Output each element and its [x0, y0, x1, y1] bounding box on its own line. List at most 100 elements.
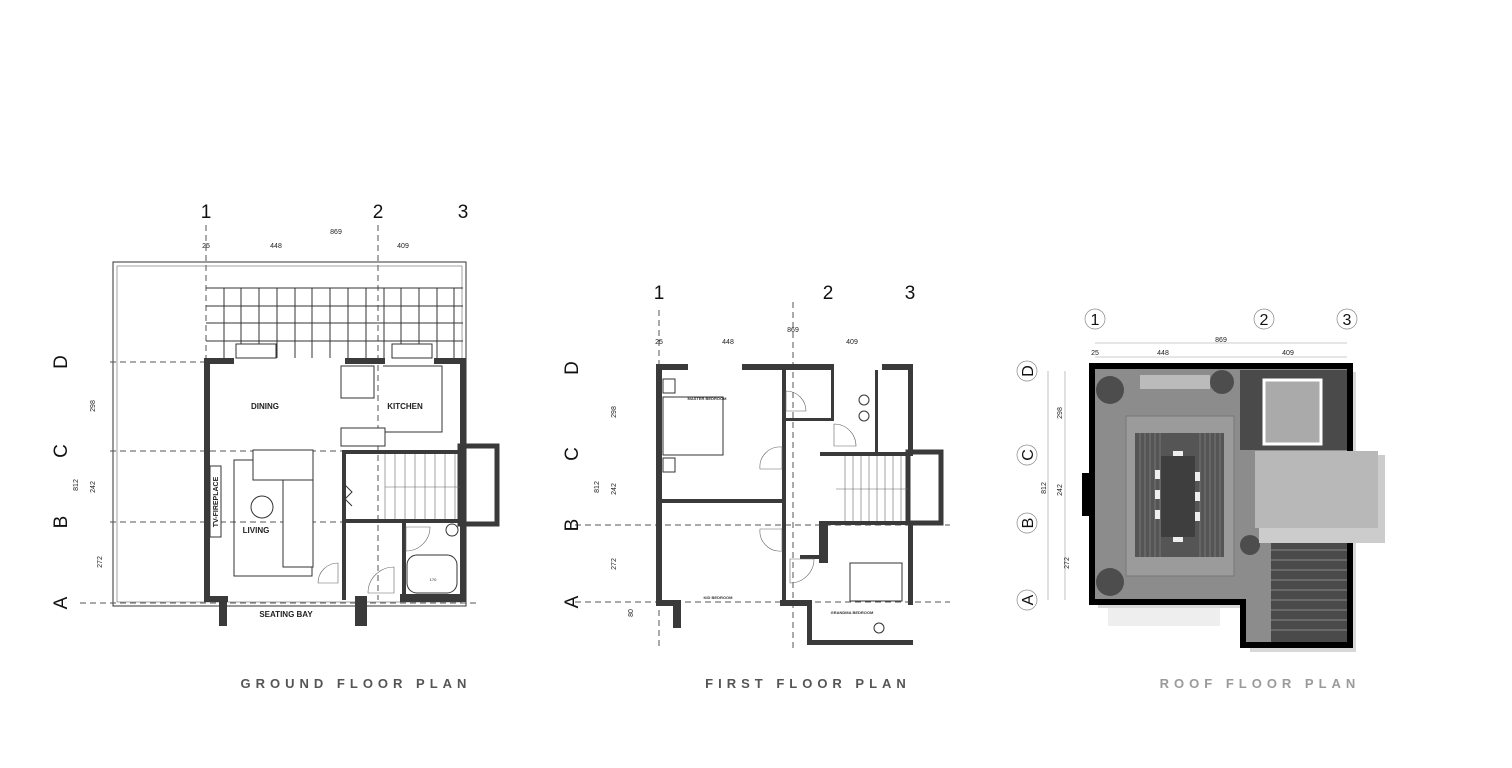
grid-row-c: C	[1020, 449, 1037, 461]
dim-w3: 409	[397, 243, 409, 250]
dim-w2: 448	[1157, 350, 1169, 357]
dim-w1: 25	[1091, 350, 1099, 357]
grid-col-2: 2	[373, 202, 384, 223]
dim-d1: 298	[1057, 407, 1064, 419]
coffee-table	[250, 495, 274, 519]
plants	[1096, 370, 1260, 596]
door-swing	[785, 390, 807, 412]
grid-row-a: A	[1020, 594, 1037, 605]
label-master-bedroom: MASTER BEDROOM	[688, 396, 728, 401]
dim-d3: 272	[97, 556, 104, 568]
door-swing	[367, 566, 395, 594]
stair	[836, 456, 908, 521]
walls	[204, 358, 500, 626]
tv-unit	[209, 465, 222, 538]
walls	[656, 364, 944, 645]
stair-roof	[1255, 451, 1378, 528]
grid-row-c: C	[562, 447, 583, 461]
planter	[1108, 608, 1220, 626]
grid-row-d: D	[562, 361, 583, 375]
dim-total-width: 869	[787, 327, 799, 334]
title-ground-floor: GROUND FLOOR PLAN	[241, 676, 472, 691]
grid-bubbles	[1016, 308, 1358, 611]
label-dining: DINING	[251, 402, 279, 411]
grid-row-d: D	[1020, 365, 1037, 377]
dining-table	[1161, 456, 1195, 537]
grid-col-2: 2	[1260, 312, 1269, 329]
grid-col-1: 1	[201, 202, 212, 223]
door-swing	[759, 446, 783, 470]
dim-d2: 242	[611, 483, 618, 495]
grid-row-a: A	[562, 595, 583, 608]
door-swing	[833, 423, 857, 447]
folding-door	[344, 484, 353, 507]
dim-w3: 409	[846, 339, 858, 346]
bathtub	[406, 554, 458, 594]
label-kid-bedroom: KID BEDROOM	[704, 595, 734, 600]
title-first-floor: FIRST FLOOR PLAN	[705, 676, 911, 691]
grid-row-d: D	[51, 355, 72, 369]
dim-total-depth: 812	[594, 481, 601, 493]
grid-row-b: B	[562, 519, 583, 532]
sofa	[252, 449, 314, 481]
grid-col-3: 3	[905, 283, 916, 304]
jacuzzi	[1262, 378, 1323, 446]
dim-w3: 409	[1282, 350, 1294, 357]
ground-floor-plan: 1 2 3 869 25 448 409 D C B A 298 812 242…	[51, 202, 500, 691]
grid-row-c: C	[51, 444, 72, 458]
dim-total-depth: 812	[1041, 482, 1048, 494]
counter	[340, 427, 386, 447]
label-kitchen: KITCHEN	[387, 402, 423, 411]
sink	[858, 394, 870, 406]
door-swing	[405, 526, 431, 552]
grid-row-b: B	[1020, 518, 1037, 529]
label-living: LIVING	[243, 526, 270, 535]
chairs	[1155, 451, 1200, 542]
label-tv-fireplace: TV-FIREPLACE	[213, 476, 220, 527]
dim-d3: 272	[1064, 557, 1071, 569]
step	[235, 343, 277, 359]
dim-w2: 448	[722, 339, 734, 346]
toilet	[445, 523, 459, 537]
chimney	[1082, 473, 1092, 516]
door-swing	[317, 562, 339, 584]
master-bed	[662, 396, 724, 456]
planter-strip	[1140, 375, 1210, 389]
grid-row-a: A	[51, 596, 72, 609]
dim-d3: 272	[611, 558, 618, 570]
dim-total-width: 869	[330, 229, 342, 236]
sofa	[282, 479, 314, 568]
dim-total-depth: 812	[73, 479, 80, 491]
kitchen-island	[340, 365, 375, 399]
dim-d1: 298	[611, 406, 618, 418]
grandma-bed	[849, 562, 903, 602]
label-bath: 170	[430, 577, 437, 582]
lounge-deck	[1271, 529, 1347, 642]
dim-total-width: 869	[1215, 337, 1227, 344]
dim-d2: 242	[1057, 484, 1064, 496]
grid-col-2: 2	[823, 283, 834, 304]
nightstand	[662, 378, 676, 394]
chair	[873, 622, 885, 634]
kitchen-counter	[383, 365, 443, 433]
grid-col-3: 3	[458, 202, 469, 223]
step	[391, 343, 433, 359]
dim-d1: 298	[90, 400, 97, 412]
grid-col-3: 3	[1343, 312, 1352, 329]
grid-col-1: 1	[654, 283, 665, 304]
dim-w2: 448	[270, 243, 282, 250]
label-grandma-bedroom: GRANDMA BEDROOM	[831, 610, 874, 615]
grid-row-b: B	[51, 516, 72, 529]
dim-d4: 80	[628, 609, 635, 617]
title-roof-floor: ROOF FLOOR PLAN	[1160, 676, 1361, 691]
door-swing	[789, 558, 815, 584]
sink	[858, 410, 870, 422]
grid-col-1: 1	[1091, 312, 1100, 329]
nightstand	[662, 457, 676, 473]
label-seating-bay: SEATING BAY	[259, 610, 313, 619]
stair	[384, 454, 460, 519]
roof-floor-plan: 1 2 3 D C B A 869 25 448 409 298 812 242…	[1016, 308, 1385, 691]
first-floor-plan: 1 2 3 869 25 448 409 D C B A 298 812 242…	[562, 283, 950, 691]
door-swing	[759, 528, 783, 552]
